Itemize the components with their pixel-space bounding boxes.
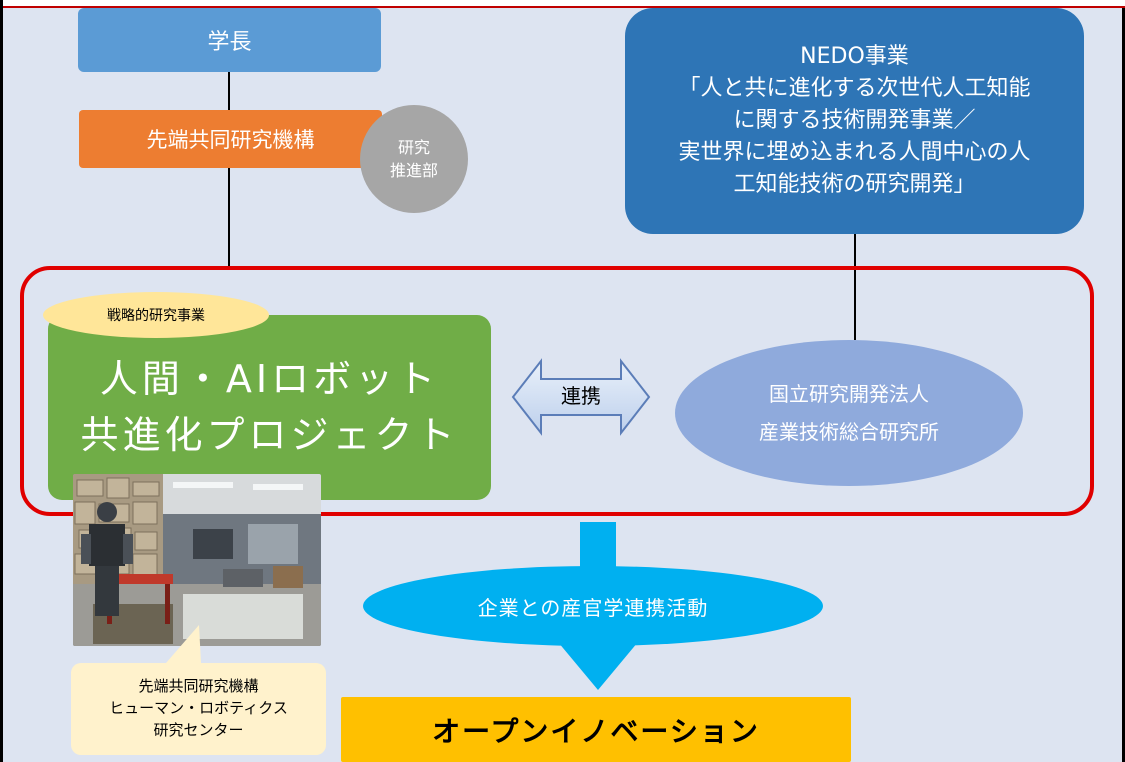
project-box: 人間・AIロボット 共進化プロジェクト	[48, 315, 491, 500]
nedo-line: 実世界に埋め込まれる人間中心の人	[678, 139, 1031, 165]
strategic-badge: 戦略的研究事業	[43, 292, 269, 338]
research-promotion-circle: 研究 推進部	[360, 105, 468, 213]
connector-president-institute	[228, 72, 230, 110]
top-border	[3, 0, 1125, 8]
nedo-line: NEDO事業	[800, 44, 909, 70]
collaboration-arrow: 連携	[511, 357, 651, 437]
open-innovation-box: オープンイノベーション	[341, 697, 851, 762]
callout-line: 研究センター	[153, 720, 244, 739]
nedo-line: 「人と共に進化する次世代人工知能	[678, 76, 1031, 102]
industry-activity-ellipse: 企業との産官学連携活動	[363, 566, 823, 646]
project-title-line1: 人間・AIロボット	[99, 357, 440, 402]
collaboration-frame	[20, 266, 1094, 516]
collaboration-label: 連携	[561, 384, 601, 408]
institute-box: 先端共同研究機構	[79, 110, 382, 168]
nedo-line: 工知能技術の研究開発」	[733, 171, 976, 197]
research-promotion-line1: 研究	[397, 137, 430, 157]
callout-line: ヒューマン・ロボティクス	[109, 699, 288, 718]
connector-nedo-aist	[854, 234, 856, 340]
aist-line1: 国立研究開発法人	[769, 382, 929, 406]
nedo-line: に関する技術開発事業／	[733, 108, 976, 134]
connector-institute-frame	[228, 168, 230, 268]
research-promotion-line2: 推進部	[389, 161, 438, 180]
robot-lab-photo	[73, 474, 321, 646]
callout-line: 先端共同研究機構	[138, 677, 259, 696]
center-callout: 先端共同研究機構 ヒューマン・ロボティクス 研究センター	[71, 625, 326, 755]
project-title-line2: 共進化プロジェクト	[80, 412, 459, 457]
president-box: 学長	[78, 8, 381, 72]
aist-ellipse: 国立研究開発法人 産業技術総合研究所	[675, 340, 1023, 486]
aist-line2: 産業技術総合研究所	[759, 420, 939, 444]
nedo-project-box: NEDO事業 「人と共に進化する次世代人工知能 に関する技術開発事業／ 実世界に…	[625, 8, 1084, 234]
double-arrow-icon	[511, 358, 651, 436]
